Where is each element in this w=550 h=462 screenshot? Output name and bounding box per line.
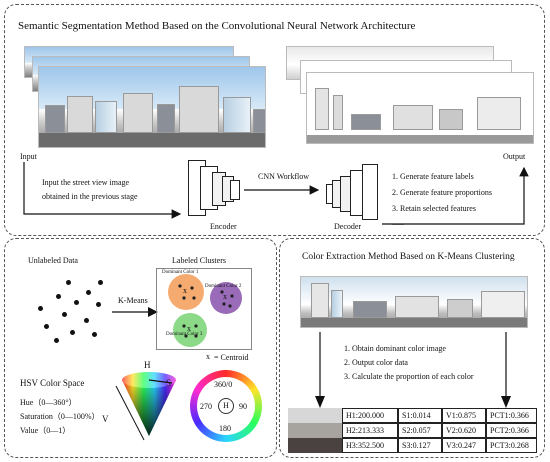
color-swatch-1 [288,408,342,423]
centroid-1-marker: x [183,286,187,295]
cluster-1-circle [168,274,204,310]
br-step-1: 1. Obtain dominant color image [344,344,446,353]
kmeans-arrow [112,307,158,317]
input-label: Input [20,152,37,161]
output-label: Output [503,152,526,161]
color-swatch-2 [288,423,342,438]
cone-v-label: V [102,414,109,424]
input-desc-line-2: obtained in the previous stage [42,192,138,201]
table-row: H2:213.333 S2:0.057 V2:0.620 PCT2:0.366 [288,423,537,438]
cnn-workflow-label: CNN Workflow [258,172,309,181]
input-street-view-photo [38,66,266,148]
centroid-3-marker: x [187,324,191,333]
hsv-hue: Hue（0—360°） [20,398,77,407]
table-row: H3:352.500 S3:0.127 V3:0.247 PCT3:0.268 [288,438,537,453]
output-segmented-photo [306,72,534,144]
pct-value: PCT2:0.366 [486,423,537,438]
top-panel [4,4,545,236]
color-table: H1:200.000 S1:0.014 V1:0.875 PCT1:0.366 … [288,408,537,453]
color-swatch-3 [288,438,342,453]
centroid-legend-text: = Centroid [214,353,249,362]
cone-s-label: S [166,378,172,388]
bottom-right-panel [279,238,545,458]
br-step-2: 2. Output color data [344,358,408,367]
kmeans-label: K-Means [118,296,148,305]
s-value: S1:0.014 [398,408,442,423]
centroid-2-marker: x [223,292,227,301]
top-step-1: 1. Generate feature labels [392,172,474,181]
pct-value: PCT1:0.366 [486,408,537,423]
cluster-3-circle [173,313,207,347]
wheel-right-label: 90 [239,402,247,411]
labeled-clusters-box [156,268,252,350]
wheel-bottom-label: 180 [219,424,231,433]
s-value: S3:0.127 [398,438,442,453]
wheel-left-label: 270 [200,402,212,411]
top-step-3: 3. Retain selected features [392,204,476,213]
decoder-label: Decoder [334,222,362,231]
top-panel-title: Semantic Segmentation Method Based on th… [18,20,416,32]
table-row: H1:200.000 S1:0.014 V1:0.875 PCT1:0.366 [288,408,537,423]
br-step-3: 3. Calculate the proportion of each colo… [344,372,474,381]
input-desc-line-1: Input the street view image [42,178,130,187]
v-value: V1:0.875 [442,408,486,423]
dominant-color-photo [300,276,528,328]
h-value: H2:213.333 [342,423,398,438]
top-step-ellipsis: ...... [392,218,404,227]
centroid-legend-symbol: x [206,352,210,361]
cluster-2-circle [210,282,242,314]
hsv-cone-diagram [115,372,176,441]
hsv-title: HSV Color Space [20,378,85,388]
v-value: V2:0.620 [442,423,486,438]
cluster-2-label: Dominant Color 2 [205,284,242,289]
cluster-3-label: Dominant Color 3 [166,332,203,337]
hsv-saturation: Saturation（0—100%） [20,412,100,421]
labeled-clusters-title: Labeled Clusters [172,256,226,265]
color-extraction-arrows [315,332,511,408]
h-value: H3:352.500 [342,438,398,453]
bottom-left-panel [4,238,277,458]
v-value: V3:0.247 [442,438,486,453]
hsv-value: Value（0—1） [20,426,71,435]
hue-wheel-center: H [218,398,234,414]
cluster-1-label: Dominant Color 1 [162,270,199,275]
pct-value: PCT3:0.268 [486,438,537,453]
wheel-top-label: 360/0 [214,380,233,389]
s-value: S2:0.057 [398,423,442,438]
unlabeled-data-title: Unlabeled Data [28,256,78,265]
top-flow-arrows [23,162,529,225]
encoder-label: Encoder [210,222,237,231]
cluster-circles [168,274,242,347]
cone-h-label: H [144,360,151,370]
top-step-2: 2. Generate feature proportions [392,188,492,197]
bottom-right-title: Color Extraction Method Based on K-Means… [302,252,515,262]
h-value: H1:200.000 [342,408,398,423]
